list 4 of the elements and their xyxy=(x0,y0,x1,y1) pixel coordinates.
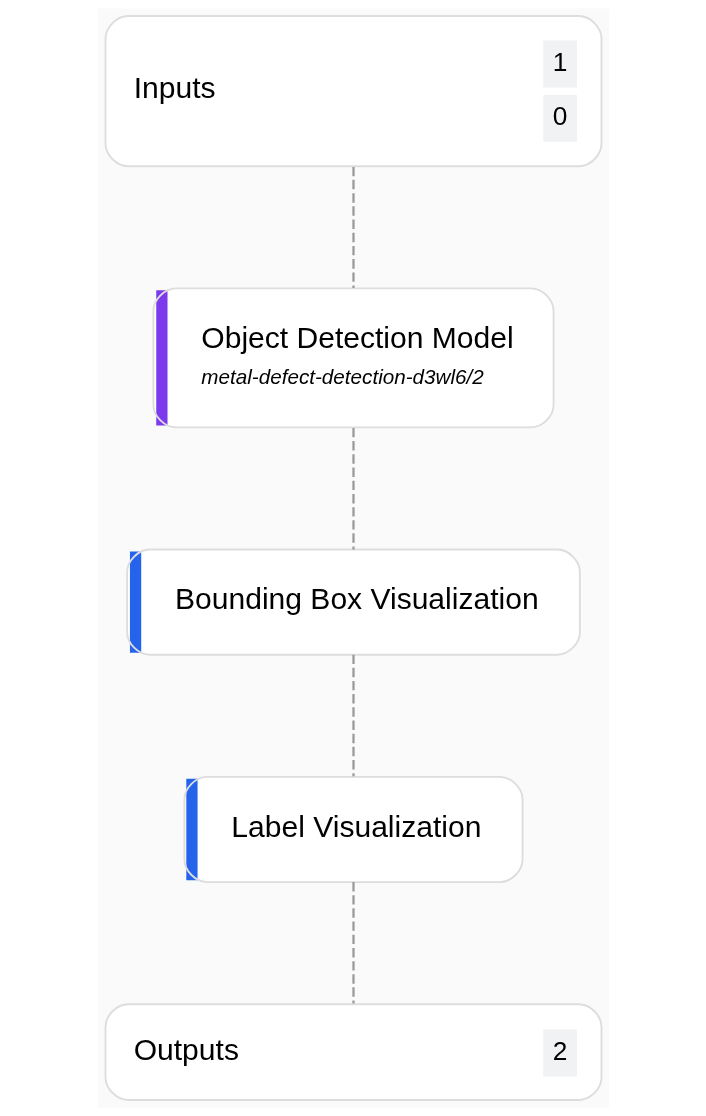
connector xyxy=(351,654,355,777)
connector xyxy=(351,167,355,289)
connector xyxy=(351,882,355,1004)
connector xyxy=(351,428,355,550)
